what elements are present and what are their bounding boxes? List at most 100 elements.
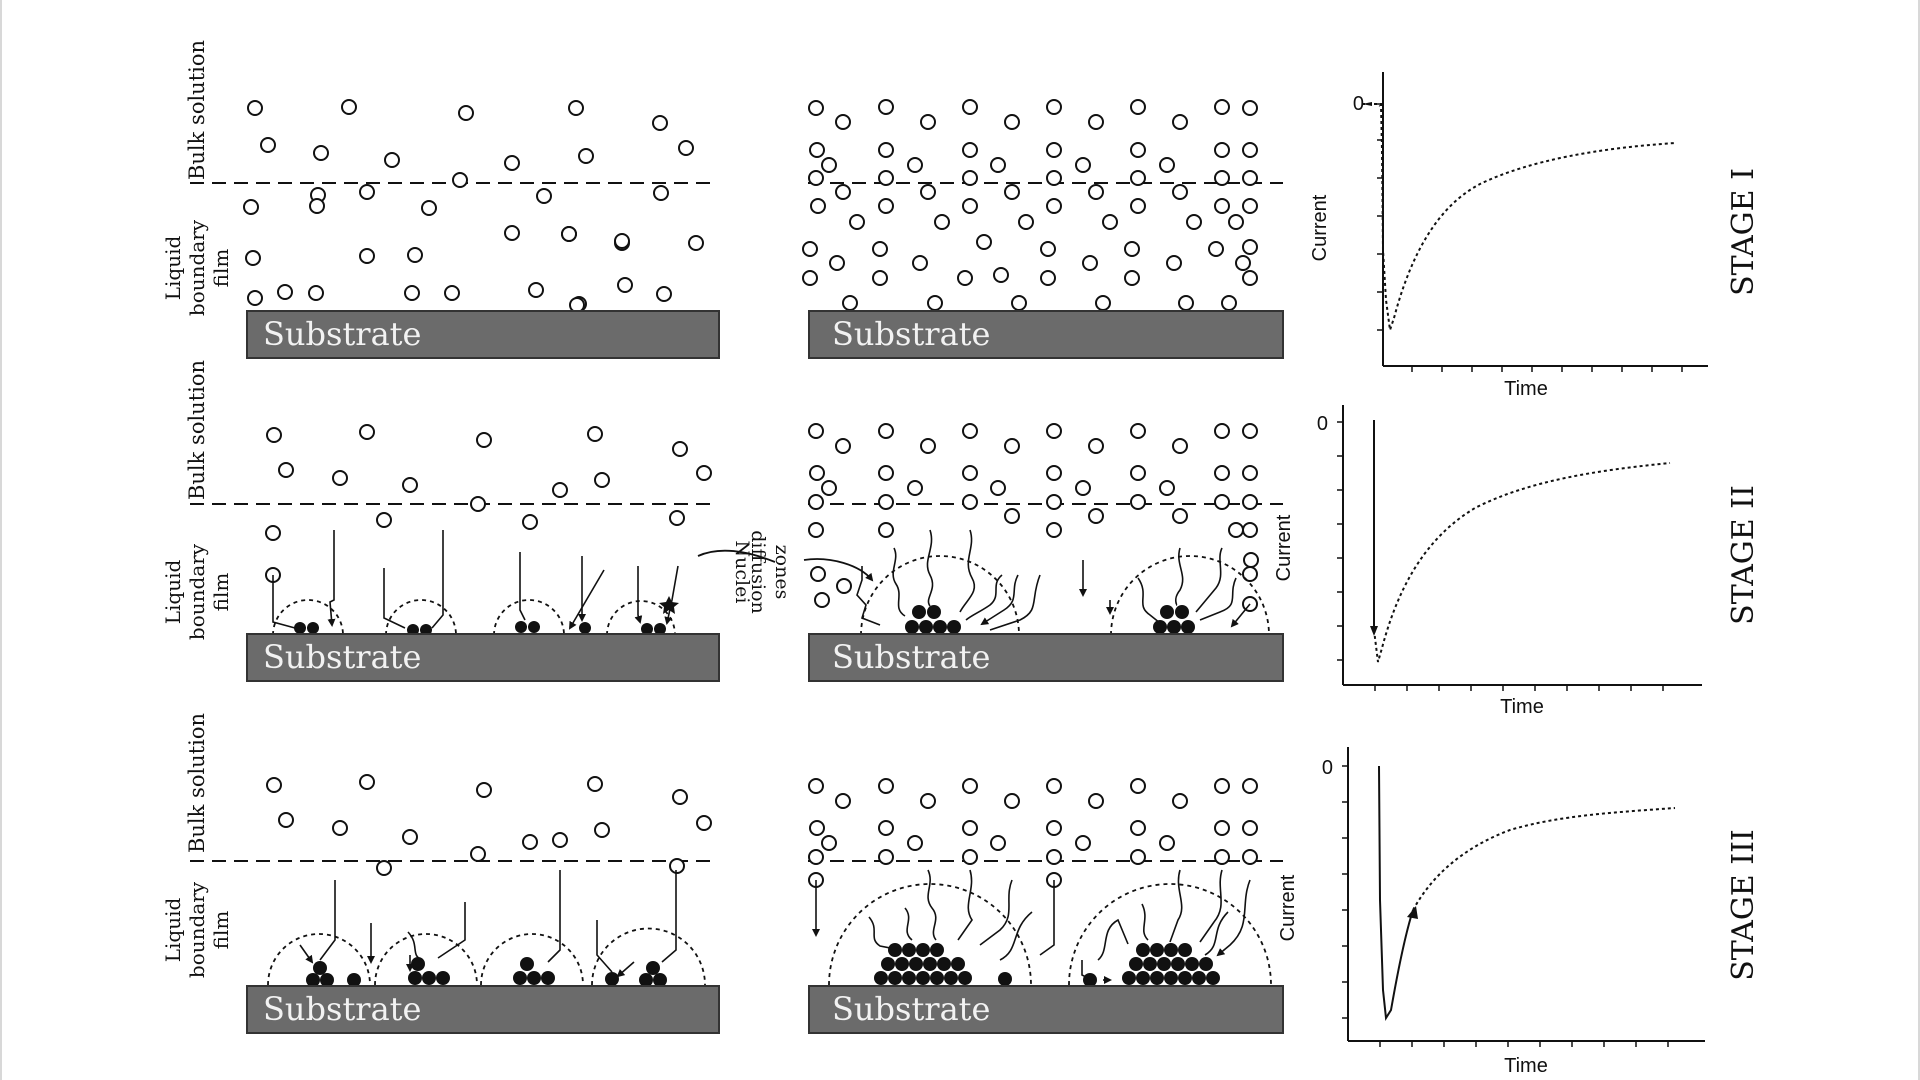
ion-circle	[569, 297, 585, 313]
ion-circle	[809, 820, 825, 836]
ion-circle	[444, 285, 460, 301]
substrate-bar	[246, 633, 720, 682]
ion-circle	[1214, 198, 1230, 214]
nuclei-label-line1: Nuclei	[731, 541, 753, 604]
ion-circle	[522, 514, 538, 530]
ion-circle	[359, 248, 375, 264]
ion-circle	[1040, 270, 1056, 286]
ion-circle	[878, 99, 894, 115]
ion-circle	[1242, 142, 1258, 158]
ion-circle	[920, 114, 936, 130]
ion-circle	[1214, 170, 1230, 186]
ion-circle	[1004, 438, 1020, 454]
ion-circle	[1088, 438, 1104, 454]
ion-circle	[1242, 778, 1258, 794]
stage-label: STAGE I	[1726, 168, 1761, 296]
current-transient-curve	[1362, 103, 1676, 331]
ion-circle	[1088, 114, 1104, 130]
ion-circle	[821, 835, 837, 851]
current-time-plot: 0 Current Time	[1309, 72, 1708, 400]
ion-circle	[808, 100, 824, 116]
ion-field-sparse	[265, 424, 712, 583]
ion-circle	[1221, 295, 1237, 311]
ion-circle	[470, 496, 486, 512]
ion-circle	[990, 835, 1006, 851]
current-time-plot: 0 Current Time	[1277, 747, 1705, 1077]
x-ticks	[1379, 1041, 1669, 1047]
ion-circle	[990, 157, 1006, 173]
ion-circle	[1004, 184, 1020, 200]
ion-circle	[962, 494, 978, 510]
ion-circle	[614, 233, 630, 249]
ion-circle	[245, 250, 261, 266]
ion-circle	[688, 235, 704, 251]
ion-circle	[1242, 494, 1258, 510]
ion-circle	[1130, 423, 1146, 439]
liquid-film-label-line3: film	[209, 249, 233, 288]
substrate-label: Substrate	[832, 638, 990, 676]
ion-circle	[990, 480, 1006, 496]
ion-circle	[962, 170, 978, 186]
ion-circle	[278, 812, 294, 828]
ion-circle	[1172, 438, 1188, 454]
ion-circle	[1243, 552, 1259, 568]
ion-circle	[878, 423, 894, 439]
ion-circle	[1088, 793, 1104, 809]
substrate-bar	[246, 985, 720, 1034]
ion-field-dense	[808, 423, 1259, 612]
ion-circle	[962, 849, 978, 865]
ion-circle	[1075, 157, 1091, 173]
ion-circle	[878, 778, 894, 794]
right-frame-line	[1918, 0, 1920, 1080]
ion-circle	[1046, 820, 1062, 836]
ion-circle	[962, 820, 978, 836]
ion-circle	[1242, 270, 1258, 286]
ion-circle	[1040, 241, 1056, 257]
stage-label: STAGE III	[1726, 829, 1761, 981]
ion-circle	[920, 438, 936, 454]
ion-circle	[1172, 114, 1188, 130]
ion-circle	[1130, 820, 1146, 836]
current-axis-label: Current	[1277, 874, 1299, 941]
ion-circle	[1004, 114, 1020, 130]
ion-circle	[1242, 465, 1258, 481]
liquid-film-label-line2: boundary	[185, 219, 209, 316]
ion-circle	[1242, 820, 1258, 836]
ion-circle	[808, 423, 824, 439]
ion-circle	[452, 172, 468, 188]
nuclei-pointer-arrow	[803, 558, 874, 582]
ion-circle	[1172, 793, 1188, 809]
ion-circle	[266, 777, 282, 793]
nuclei-label-line2: diffusion	[747, 530, 769, 613]
ion-circle	[1130, 142, 1146, 158]
ion-circle	[1018, 214, 1034, 230]
ion-circle	[1046, 423, 1062, 439]
ion-circle	[878, 820, 894, 836]
x-ticks	[1411, 366, 1683, 372]
ion-circle	[594, 822, 610, 838]
ion-circle	[1214, 423, 1230, 439]
ion-circle	[912, 255, 928, 271]
ion-circle	[957, 270, 973, 286]
ion-circle	[1130, 99, 1146, 115]
ion-circle	[522, 834, 538, 850]
ion-circle	[669, 858, 685, 874]
ion-circle	[696, 465, 712, 481]
y-ticks	[1337, 421, 1343, 661]
ion-circle	[934, 214, 950, 230]
ion-circle	[1088, 508, 1104, 524]
ion-circle	[835, 114, 851, 130]
ion-circle	[247, 290, 263, 306]
ion-field-dense	[808, 778, 1258, 888]
ion-circle	[1214, 142, 1230, 158]
ion-field-sparse	[243, 99, 704, 313]
substrate-label: Substrate	[832, 990, 990, 1028]
liquid-film-label-line2: boundary	[185, 881, 209, 978]
ion-circle	[1214, 465, 1230, 481]
ion-circle	[552, 482, 568, 498]
ion-circle	[1075, 835, 1091, 851]
zero-label: 0	[1322, 757, 1333, 779]
ion-circle	[927, 295, 943, 311]
ion-circle	[341, 99, 357, 115]
